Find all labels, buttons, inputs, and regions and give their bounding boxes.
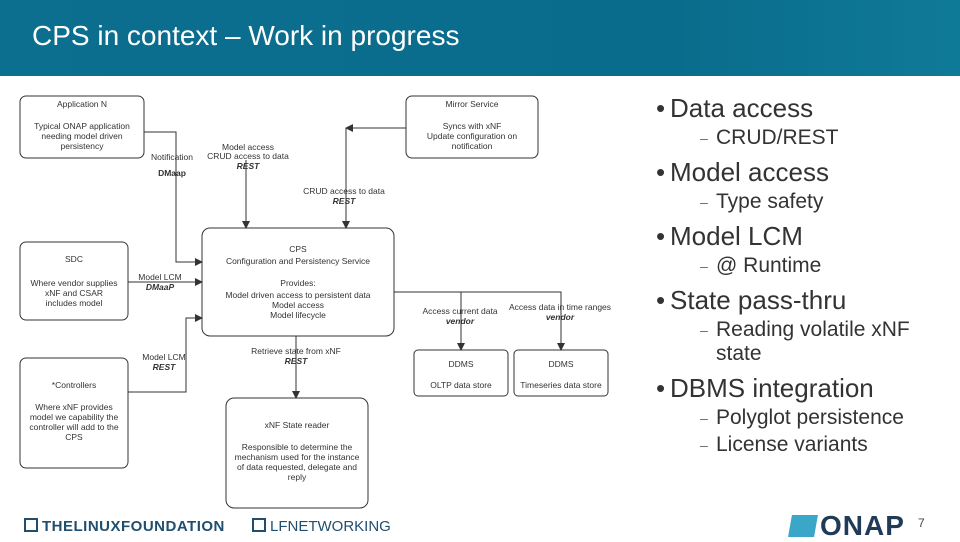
svg-text:needing model driven: needing model driven — [41, 131, 123, 141]
svg-text:Syncs with xNF: Syncs with xNF — [443, 121, 502, 131]
bullet-data-access: •Data access — [656, 93, 814, 123]
svg-text:CRUD access to data: CRUD access to data — [207, 151, 289, 161]
onap-cube-icon — [788, 515, 818, 537]
svg-text:REST: REST — [153, 362, 176, 372]
svg-text:REST: REST — [285, 356, 308, 366]
svg-text:controller will add to the: controller will add to the — [29, 422, 119, 432]
sdc-box — [19, 241, 129, 321]
svg-text:vendor: vendor — [446, 316, 475, 326]
svg-text:reply: reply — [288, 472, 307, 482]
svg-text:Responsible to determine the: Responsible to determine the — [242, 442, 353, 452]
svg-text:DMaap: DMaap — [158, 168, 186, 178]
app-n-name: Application N — [57, 99, 107, 109]
svg-text:mechanism used for the instanc: mechanism used for the instance — [235, 452, 360, 462]
svg-text:xNF and CSAR: xNF and CSAR — [45, 288, 103, 298]
slide-title: CPS in context – Work in progress — [32, 20, 460, 51]
bullet-list: •Data access –CRUD/REST •Model access –T… — [656, 90, 956, 464]
svg-text:vendor: vendor — [546, 312, 575, 322]
app-n-box — [19, 95, 145, 159]
sub-crud-rest: –CRUD/REST — [700, 126, 839, 149]
svg-text:persistency: persistency — [61, 141, 105, 151]
mirror-name: Mirror Service — [446, 99, 499, 109]
svg-text:Model lifecycle: Model lifecycle — [270, 310, 326, 320]
cps-name: CPS — [289, 244, 307, 254]
svg-text:Access data in time ranges: Access data in time ranges — [509, 302, 611, 312]
arrow-app-cps — [144, 131, 203, 266]
reader-name: xNF State reader — [265, 420, 330, 430]
onap-logo: ONAP — [788, 510, 905, 542]
mirror-service-box — [405, 95, 539, 159]
arrow-controllers-cps — [128, 314, 203, 393]
ddms-ts-name: DDMS — [548, 359, 573, 369]
svg-text:Retrieve state from xNF: Retrieve state from xNF — [251, 346, 341, 356]
lfn-square-icon — [252, 518, 266, 532]
sub-runtime: –@ Runtime — [700, 254, 822, 277]
label-notification: Notification — [151, 152, 193, 162]
lf-square-icon — [24, 518, 38, 532]
sub-type-safety: –Type safety — [700, 190, 824, 213]
svg-text:CRUD access to data: CRUD access to data — [303, 186, 385, 196]
svg-text:Model driven access to persist: Model driven access to persistent data — [225, 290, 370, 300]
lf-networking-logo: LFNETWORKING — [252, 518, 391, 535]
cps-context-diagram: Application N Typical ONAP application n… — [16, 92, 616, 512]
bullet-dbms-integration: •DBMS integration — [656, 373, 874, 403]
controllers-box — [19, 357, 129, 469]
sub-polyglot: –Polyglot persistence — [700, 406, 904, 429]
ddms-oltp-name: DDMS — [448, 359, 473, 369]
svg-text:DMaaP: DMaaP — [146, 282, 175, 292]
sub-reading-volatile: –Reading volatile xNF state — [700, 318, 910, 365]
svg-text:Access current data: Access current data — [422, 306, 497, 316]
bullet-model-access: •Model access — [656, 157, 829, 187]
svg-text:of data requested, delegate an: of data requested, delegate and — [237, 462, 357, 472]
svg-text:OLTP data store: OLTP data store — [430, 380, 492, 390]
controllers-name: *Controllers — [52, 380, 96, 390]
svg-text:model we capability the: model we capability the — [30, 412, 119, 422]
sub-license-variants: –License variants — [700, 433, 868, 456]
svg-text:Configuration and Persistency: Configuration and Persistency Service — [226, 256, 370, 266]
svg-text:notification: notification — [452, 141, 493, 151]
svg-text:Model access: Model access — [222, 142, 274, 152]
svg-text:Model LCM: Model LCM — [138, 272, 181, 282]
bullet-model-lcm: •Model LCM — [656, 221, 803, 251]
bullet-state-pass-thru: •State pass-thru — [656, 285, 847, 315]
svg-text:Provides:: Provides: — [280, 278, 315, 288]
svg-text:Typical ONAP application: Typical ONAP application — [34, 121, 130, 131]
linux-foundation-logo: THELINUXFOUNDATION — [24, 518, 225, 535]
svg-text:Update configuration on: Update configuration on — [427, 131, 518, 141]
svg-text:Timeseries data store: Timeseries data store — [520, 380, 602, 390]
sdc-name: SDC — [65, 254, 83, 264]
arrow-cps-timeseries — [461, 291, 565, 351]
title-bar: CPS in context – Work in progress — [0, 0, 960, 76]
svg-text:CPS: CPS — [65, 432, 83, 442]
svg-text:Where vendor supplies: Where vendor supplies — [31, 278, 118, 288]
svg-text:REST: REST — [237, 161, 260, 171]
svg-text:REST: REST — [333, 196, 356, 206]
svg-text:includes model: includes model — [46, 298, 103, 308]
svg-text:Model LCM: Model LCM — [142, 352, 185, 362]
svg-text:Model access: Model access — [272, 300, 324, 310]
page-number: 7 — [918, 516, 925, 530]
svg-text:Where xNF provides: Where xNF provides — [35, 402, 112, 412]
